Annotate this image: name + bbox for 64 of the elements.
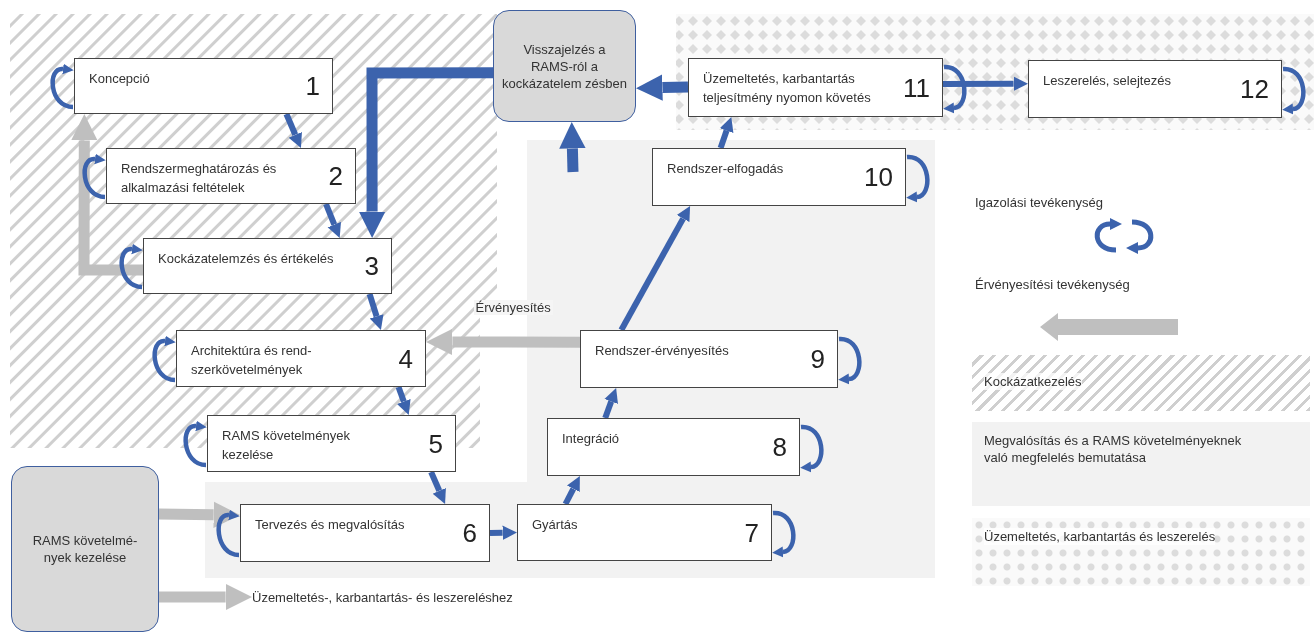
step-number: 12 [1240, 75, 1269, 103]
target-text: Üzemeltetés-, karbantartás- és leszereléshez [252, 589, 513, 605]
process-box [517, 504, 772, 561]
process-box [652, 148, 906, 206]
arrow [562, 476, 580, 506]
step-name: Rendszer-érvényesítés [595, 342, 730, 360]
step-name: Gyártás [532, 516, 579, 534]
arrow [71, 114, 143, 276]
process-box [106, 148, 356, 204]
process-box [240, 504, 490, 562]
step-number: 11 [903, 73, 930, 102]
step-name: Rendszermeghatározás és alkalmazási feltételek [121, 160, 278, 197]
arrow [943, 76, 1028, 91]
step-number: 8 [772, 433, 787, 461]
arrow [618, 206, 691, 332]
process-box [74, 58, 333, 114]
box-text: RAMS követelmé- nyek kezelése [31, 532, 139, 566]
arrow [158, 501, 240, 528]
step-name: Integráció [562, 430, 621, 448]
arrow [636, 74, 689, 101]
arrow [323, 202, 341, 238]
step-name: Leszerelés, selejtezés [1043, 72, 1172, 90]
legend-text: Megvalósítás és a RAMS követelményeknek való megfelelés bemutatása [984, 432, 1243, 466]
legend-text: Igazolási tevékenység [975, 194, 1103, 211]
arrow [559, 122, 586, 173]
legend-text: Érvényesítési tevékenység [975, 276, 1130, 293]
step-number: 5 [428, 429, 443, 458]
legend-text: Üzemeltetés, karbantartás és leszerelés [984, 528, 1216, 545]
arrow [426, 328, 580, 356]
step-number: 4 [398, 344, 413, 373]
arrow [428, 470, 446, 504]
step-number: 10 [864, 163, 893, 191]
step-name: Koncepció [89, 70, 151, 88]
rounded-box [11, 466, 159, 632]
rounded-box [493, 10, 636, 122]
step-number: 7 [744, 518, 759, 547]
step-number: 9 [810, 345, 825, 373]
legend-text: Kockázatkezelés [984, 373, 1082, 390]
process-box [143, 238, 392, 294]
arrow [283, 112, 302, 149]
step-number: 1 [305, 72, 320, 100]
arrow [489, 525, 517, 540]
step-name: Üzemeltetés, karbantartás teljesítmény nyomon követés [703, 70, 872, 107]
arrow [602, 387, 618, 420]
step-name: Architektúra és rend- szerkövetelmények [191, 342, 313, 379]
box-text: Visszajelzés a RAMS-ról a kockázatelem zésben [502, 40, 627, 92]
arrow [366, 293, 384, 331]
step-name: RAMS követelmények kezelése [222, 427, 351, 464]
process-box [207, 415, 456, 472]
step-name: Rendszer-elfogadás [667, 160, 785, 178]
arrow [358, 67, 493, 238]
arrow [395, 385, 411, 415]
step-name: Tervezés és megvalósítás [255, 516, 406, 534]
process-box [547, 418, 800, 476]
arrow [159, 583, 252, 611]
arrow [717, 117, 734, 149]
step-number: 2 [328, 162, 343, 190]
process-box [1028, 60, 1282, 118]
process-box [688, 58, 943, 117]
step-name: Kockázatelemzés és értékelés [158, 250, 335, 268]
process-box [580, 330, 838, 388]
process-box [176, 330, 426, 387]
step-number: 6 [462, 519, 477, 547]
step-number: 3 [364, 252, 379, 280]
